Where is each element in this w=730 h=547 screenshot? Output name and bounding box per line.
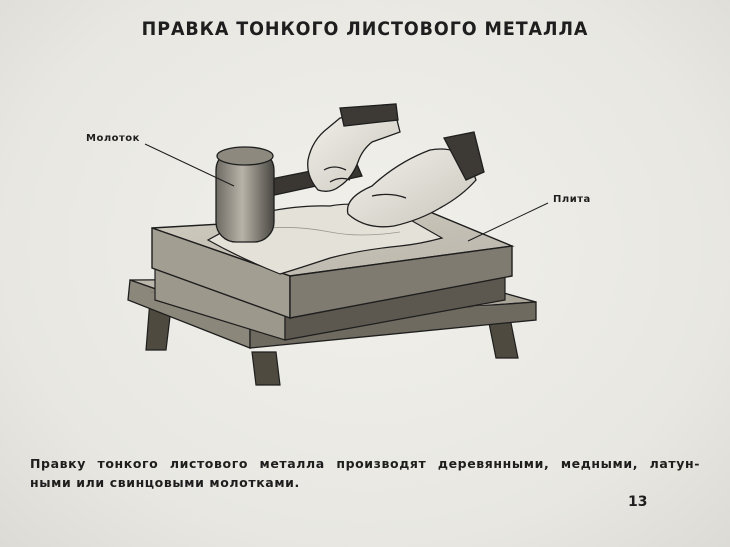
slide-caption: Правку тонкого листового металла произво… bbox=[30, 454, 700, 492]
caption-line-1: Правку тонкого листового металла произво… bbox=[30, 456, 700, 471]
caption-line-2: ными или свинцовыми молотками. bbox=[30, 475, 300, 490]
page-number: 13 bbox=[628, 494, 648, 510]
left-hand bbox=[346, 131, 485, 228]
right-hand bbox=[307, 103, 401, 192]
plate-label: Плита bbox=[553, 194, 591, 205]
hammer-label: Молоток bbox=[86, 133, 140, 144]
hammer-leader-line bbox=[144, 143, 235, 187]
plate-leader-line bbox=[467, 202, 549, 242]
slide-title: ПРАВКА ТОНКОГО ЛИСТОВОГО МЕТАЛЛА bbox=[141, 18, 589, 40]
